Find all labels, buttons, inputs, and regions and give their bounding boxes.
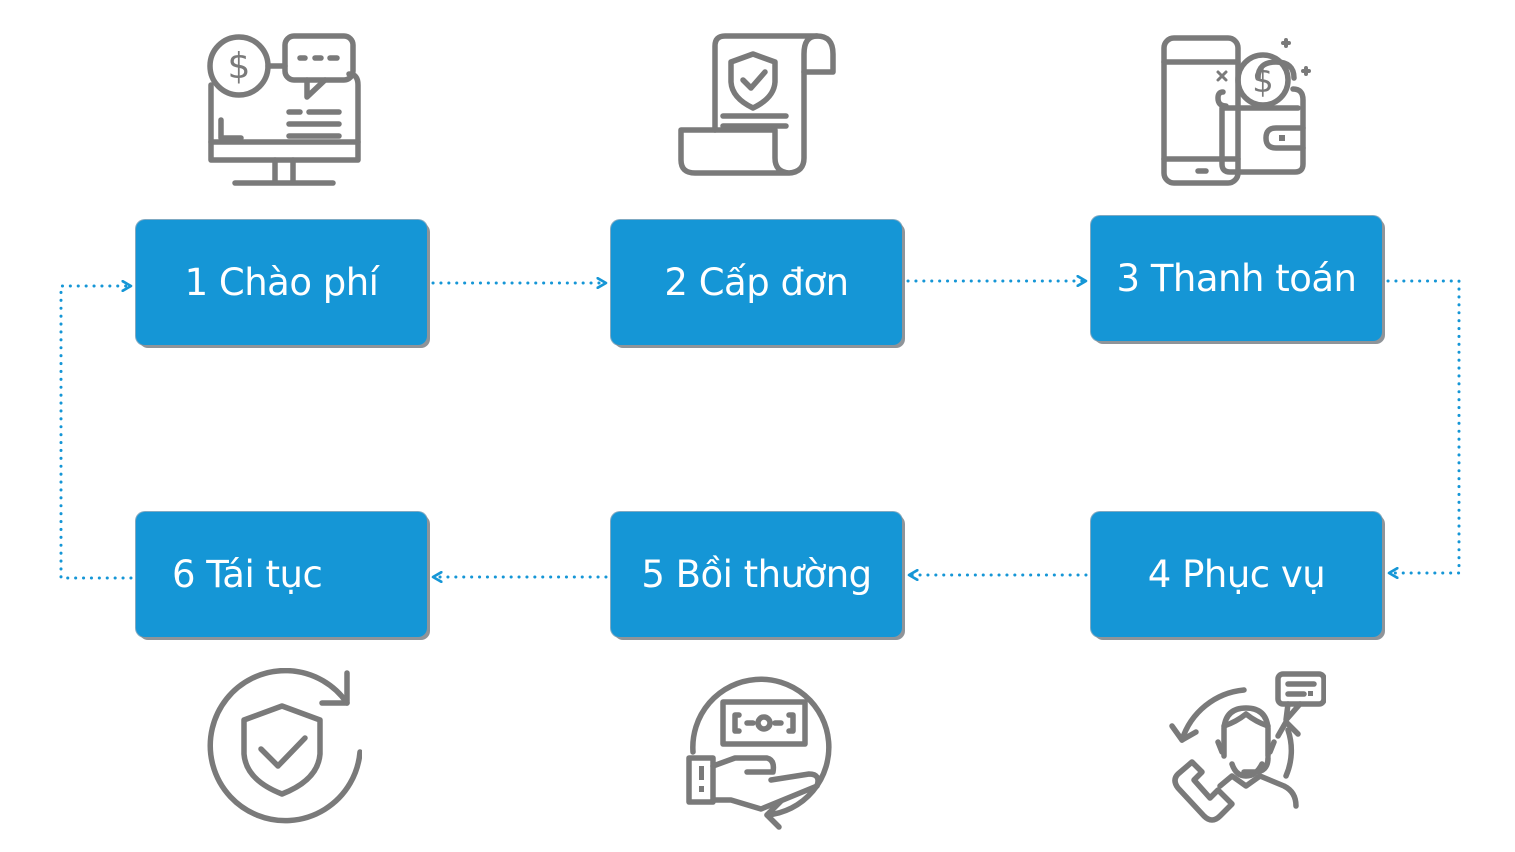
step-6-box[interactable]: 6 Tái tục xyxy=(136,512,427,637)
connector-6-to-1 xyxy=(59,286,133,580)
step-6-label: 6 Tái tục xyxy=(172,553,323,596)
step-4-label: 4 Phục vụ xyxy=(1147,553,1326,596)
policy-scroll-shield-icon xyxy=(677,30,837,190)
step-2-box[interactable]: 2 Cấp đơn xyxy=(611,220,902,345)
step-1-label: 1 Chào phí xyxy=(184,261,379,304)
step-1-box[interactable]: 1 Chào phí xyxy=(136,220,427,345)
step-5-box[interactable]: 5 Bồi thường xyxy=(611,512,902,637)
step-4-box[interactable]: 4 Phục vụ xyxy=(1091,512,1382,637)
connector-3-to-4 xyxy=(1386,279,1461,573)
step-3-label: 3 Thanh toán xyxy=(1116,257,1357,300)
step-5-label: 5 Bồi thường xyxy=(641,553,872,596)
phone-wallet-coin-icon: $ xyxy=(1158,32,1318,192)
customer-service-agent-icon xyxy=(1166,668,1327,828)
step-2-label: 2 Cấp đơn xyxy=(664,261,849,304)
shield-renewal-icon xyxy=(202,667,363,828)
step-3-box[interactable]: 3 Thanh toán xyxy=(1091,216,1382,341)
svg-text:$: $ xyxy=(1252,61,1274,101)
computer-dollar-chat-icon: $ xyxy=(203,30,363,190)
hand-money-refund-icon xyxy=(683,670,843,830)
svg-text:$: $ xyxy=(228,46,251,87)
